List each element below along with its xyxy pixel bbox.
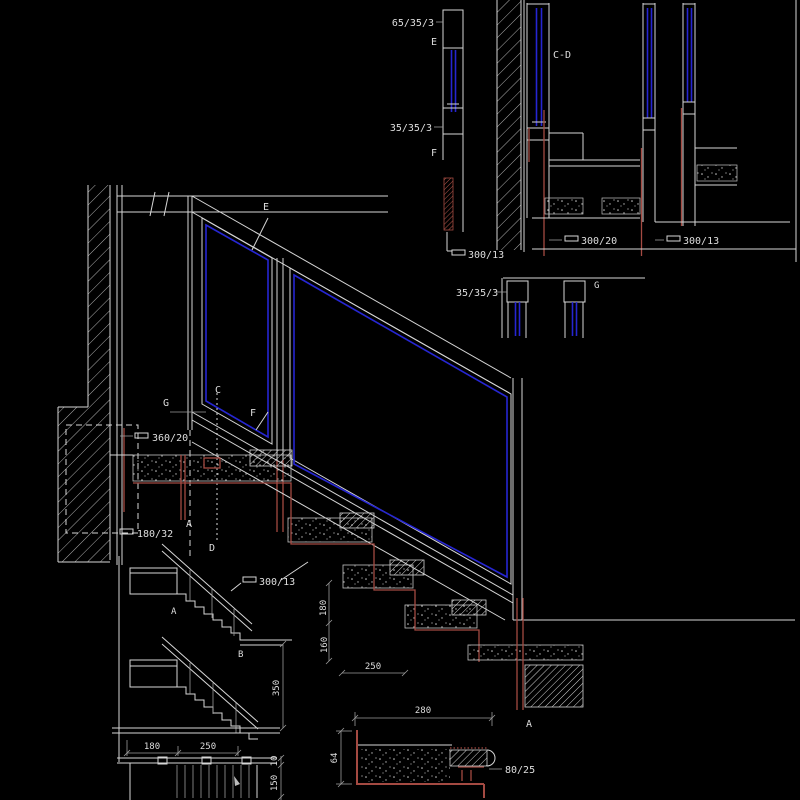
concrete-band <box>467 644 584 661</box>
label-bar: 300/13 <box>468 250 504 261</box>
label-spec-top: 65/35/3 <box>392 18 434 29</box>
label-bar-left: 300/20 <box>581 236 617 247</box>
flat-bar-symbol <box>119 528 134 535</box>
square-tube <box>506 280 529 303</box>
post-plan-symbol <box>241 756 252 765</box>
dim-run-right: 250 <box>200 742 216 752</box>
wall-hatch <box>88 185 110 407</box>
bullnose-edge <box>486 749 496 767</box>
dim-run-left: 180 <box>144 742 160 752</box>
ref-letter-f: F <box>431 148 437 159</box>
square-tube <box>563 280 586 303</box>
landing-guard <box>129 567 178 595</box>
label-spec: 35/35/3 <box>456 288 498 299</box>
step-detail-section: 280 64 80/25 <box>330 706 535 798</box>
concrete-band <box>601 197 641 215</box>
up-arrow <box>234 776 240 786</box>
ref-letter-e: E <box>263 202 269 213</box>
section-cd: C-D 300/20 <box>496 0 797 262</box>
ref-letter-c: C <box>215 385 221 396</box>
nosing-hatch <box>451 599 487 616</box>
ref-letter-a: A <box>186 519 192 530</box>
glass-panel-1 <box>201 217 273 445</box>
dim-riser-upper: 180 <box>319 600 329 616</box>
steel-step-pan <box>356 730 484 785</box>
ref-letter-a-end: A <box>526 719 532 730</box>
landing-guard <box>129 659 178 688</box>
wall-hatch <box>58 407 110 562</box>
post-plan-symbol <box>157 756 168 765</box>
stair-flight-upper <box>177 593 249 641</box>
flat-bar-symbol <box>242 576 257 583</box>
ref-letter-a: A <box>171 607 177 617</box>
landing-slab-hatch <box>524 664 584 708</box>
label-bar-right: 300/13 <box>683 236 719 247</box>
concrete-band <box>696 164 738 182</box>
stair-plan-view: 180 250 10 150 <box>117 740 285 800</box>
wall-hatch <box>497 0 521 250</box>
label-bar-handrail: 360/20 <box>152 433 188 444</box>
post-cap-mid <box>442 107 464 135</box>
ref-letter-f: F <box>250 408 256 419</box>
nosing-hatch <box>449 749 488 767</box>
detail-g-plan: 35/35/3 G <box>456 277 645 338</box>
dim-width: 280 <box>415 706 431 716</box>
section-title: C-D <box>553 50 571 61</box>
post-plan-symbol <box>201 756 212 765</box>
ref-letter-e: E <box>431 37 437 48</box>
flat-bar-symbol <box>666 235 681 242</box>
label-spec-mid: 35/35/3 <box>390 123 432 134</box>
dim-side-top: 10 <box>270 756 280 767</box>
nosing-hatch <box>249 449 293 467</box>
flat-bar-post <box>443 177 454 231</box>
flat-bar-symbol <box>564 235 579 242</box>
dim-tread: 250 <box>365 662 381 672</box>
label-bar: 80/25 <box>505 765 535 776</box>
dim-side-bottom: 150 <box>270 775 280 791</box>
nosing-hatch <box>339 512 375 529</box>
dim-riser-lower: 160 <box>320 637 330 653</box>
handrail-slope <box>191 195 512 379</box>
flat-bar-symbol <box>134 432 149 439</box>
detail-ef-section: 65/35/3 E 35/35/3 F 300/13 <box>390 9 504 261</box>
concrete-band <box>544 197 584 215</box>
post-cap-top <box>442 9 464 49</box>
dim-height: 350 <box>272 680 282 696</box>
ref-letter-g: G <box>594 281 599 291</box>
nosing-hatch <box>389 559 425 576</box>
label-bar: 300/13 <box>259 577 295 588</box>
stair-flight-lower <box>177 686 258 740</box>
flat-bar-symbol <box>451 249 466 256</box>
label-bar-base: 180/32 <box>137 529 173 540</box>
railing-elevation: E G C F A D A 360/20 180/32 180 160 250 <box>57 185 795 730</box>
concrete-fill <box>360 749 450 782</box>
ref-letter-b: B <box>238 650 243 660</box>
ref-letter-g: G <box>163 398 169 409</box>
stair-section-view: A B 300/13 350 <box>112 543 309 762</box>
ref-letter-d: D <box>209 543 215 554</box>
glass-panel-2 <box>289 267 512 585</box>
dim-height: 64 <box>330 753 340 764</box>
steel-stringer <box>133 482 480 662</box>
